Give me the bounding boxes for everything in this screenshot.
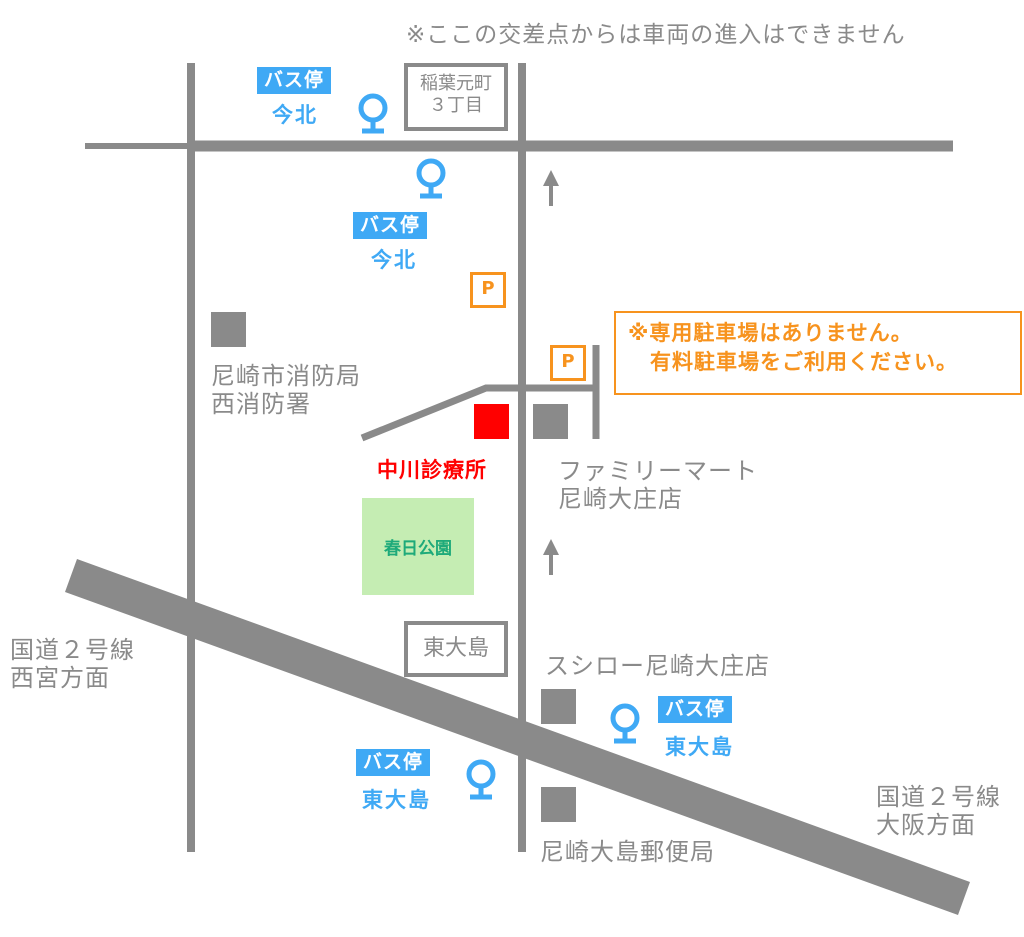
fire-station-line2: 西消防署 [211, 390, 311, 418]
bus-stop-name: 東大島 [362, 788, 431, 812]
familymart-line1: ファミリーマート [558, 457, 758, 485]
parking-notice-line1: ※専用駐車場はありません。 [628, 321, 913, 345]
bus-stop-icon [610, 703, 640, 744]
intersection-sign-line2: ３丁目 [429, 95, 483, 116]
bus-stop-badge: バス停 [356, 749, 431, 776]
parking-icon: P [470, 272, 506, 308]
bus-stop-icon [466, 759, 496, 800]
building-fire-station [211, 312, 246, 347]
parking-icon: P [550, 345, 586, 381]
fire-station-label: 尼崎市消防局 西消防署 [211, 362, 361, 418]
intersection-sign-higashioshima: 東大島 [404, 621, 508, 677]
arrow-up-icon [543, 170, 559, 206]
road-side-street [360, 384, 597, 442]
post-office-label: 尼崎大島郵便局 [540, 838, 715, 866]
intersection-sign-inabamotomachi: 稲葉元町 ３丁目 [404, 63, 508, 131]
building-sushiro [541, 689, 576, 724]
park-kasuga: 春日公園 [362, 498, 474, 595]
route2-east-line1: 国道２号線 [876, 783, 1001, 811]
clinic-label: 中川診療所 [377, 458, 487, 482]
bus-stop-icon [358, 93, 388, 134]
bus-stop-badge: バス停 [353, 212, 428, 239]
clinic-marker [474, 404, 509, 439]
parking-notice: ※専用駐車場はありません。 有料駐車場をご利用ください。 [614, 311, 1022, 395]
familymart-label: ファミリーマート 尼崎大庄店 [558, 457, 758, 513]
building-post-office [541, 787, 576, 822]
route2-east-line2: 大阪方面 [876, 811, 976, 839]
road-route-2 [65, 559, 970, 915]
route2-west-label: 国道２号線 西宮方面 [10, 636, 135, 692]
parking-notice-line2: 有料駐車場をご利用ください。 [650, 350, 958, 374]
fire-station-line1: 尼崎市消防局 [211, 362, 361, 390]
route2-east-label: 国道２号線 大阪方面 [876, 783, 1001, 839]
bus-stop-name: 東大島 [665, 735, 734, 759]
arrow-up-icon [543, 539, 559, 575]
bus-stop-badge: バス停 [658, 696, 733, 723]
bus-stop-name: 今北 [272, 103, 318, 127]
bus-stop-name: 今北 [371, 248, 417, 272]
intersection-sign-line1: 稲葉元町 [420, 73, 492, 94]
route2-west-line1: 国道２号線 [10, 636, 135, 664]
no-entry-notice: ※ここの交差点からは車両の進入はできません [406, 22, 906, 48]
bus-stop-badge: バス停 [257, 67, 332, 94]
park-label: 春日公園 [384, 539, 452, 559]
sushiro-label: スシロー尼崎大庄店 [545, 652, 770, 680]
bus-stop-icon [416, 158, 446, 199]
route2-west-line2: 西宮方面 [10, 664, 110, 692]
building-familymart [533, 404, 568, 439]
familymart-line2: 尼崎大庄店 [558, 485, 683, 513]
